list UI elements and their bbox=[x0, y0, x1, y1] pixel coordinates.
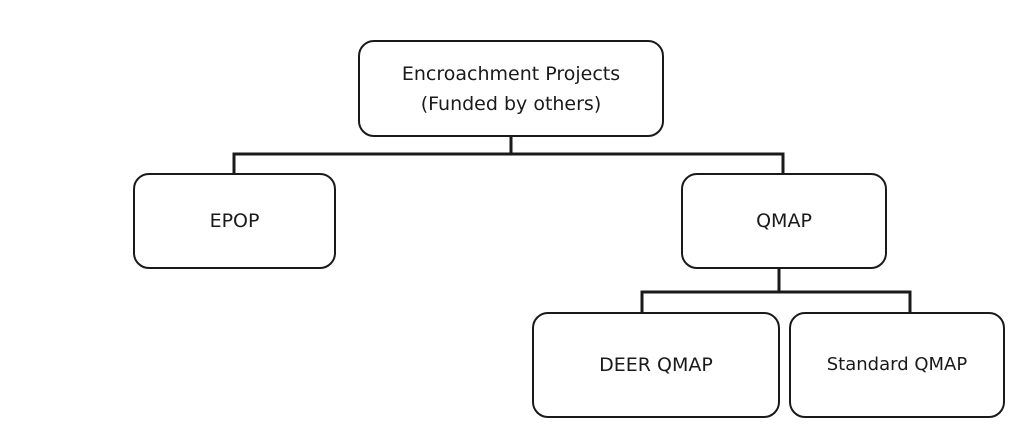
node-qmap: QMAP bbox=[681, 173, 887, 269]
node-standard-qmap: Standard QMAP bbox=[789, 312, 1005, 418]
node-deer-qmap-label: DEER QMAP bbox=[599, 354, 713, 376]
node-deer-qmap: DEER QMAP bbox=[532, 312, 780, 418]
node-standard-qmap-label: Standard QMAP bbox=[826, 354, 968, 375]
node-encroachment-projects-label: Encroachment Projects (Funded by others) bbox=[401, 62, 621, 115]
node-epop: EPOP bbox=[133, 173, 336, 269]
node-epop-label: EPOP bbox=[209, 210, 260, 232]
node-encroachment-projects: Encroachment Projects (Funded by others) bbox=[358, 40, 664, 137]
node-qmap-label: QMAP bbox=[756, 210, 812, 232]
